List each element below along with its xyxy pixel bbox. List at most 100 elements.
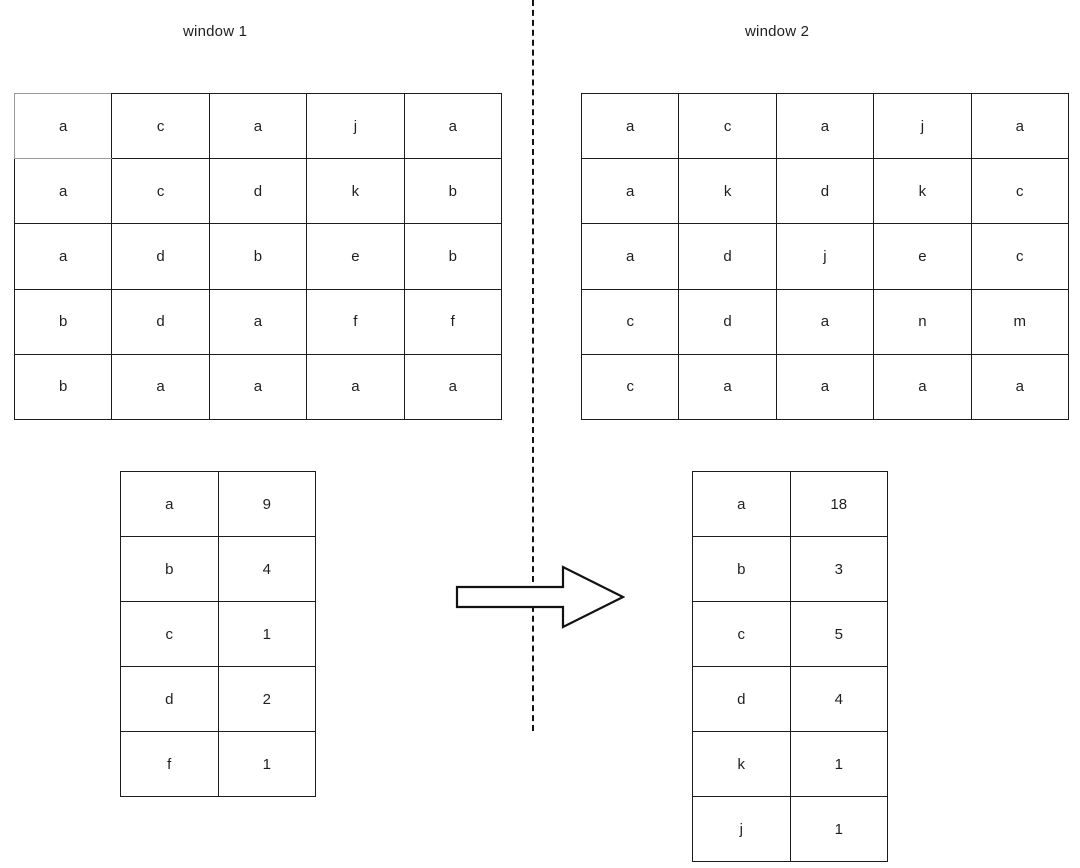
matrix-cell: b	[208, 223, 308, 290]
count-value: 4	[217, 536, 316, 602]
matrix-cell: j	[306, 92, 405, 160]
matrix-cell: a	[580, 223, 680, 290]
count-value: 18	[789, 471, 888, 537]
table-row: a d b e b	[13, 223, 502, 290]
count-table-window-2: a 18 b 3 c 5 d 4 k 1 j 1	[692, 471, 888, 862]
table-row: b d a f f	[13, 288, 502, 355]
matrix-cell: a	[775, 92, 875, 160]
count-value: 1	[217, 601, 316, 667]
count-key: b	[692, 536, 791, 602]
matrix-cell: d	[678, 288, 777, 355]
count-table-window-1: a 9 b 4 c 1 d 2 f 1	[120, 471, 316, 797]
table-row: j 1	[692, 796, 888, 862]
matrix-cell: c	[580, 288, 680, 355]
matrix-cell: d	[111, 288, 210, 355]
table-row: a k d k c	[580, 158, 1069, 225]
matrix-cell: c	[111, 158, 210, 225]
matrix-cell: a	[403, 353, 502, 420]
matrix-cell: a	[873, 353, 972, 420]
matrix-cell: a	[970, 92, 1069, 160]
matrix-cell: k	[873, 158, 972, 225]
count-value: 1	[217, 731, 316, 797]
count-key: d	[692, 666, 791, 732]
matrix-cell: k	[306, 158, 405, 225]
transform-arrow-icon	[455, 565, 625, 629]
count-value: 5	[789, 601, 888, 667]
table-row: b a a a a	[13, 353, 502, 420]
count-key: a	[120, 471, 219, 537]
table-row: d 4	[692, 666, 888, 732]
count-key: c	[120, 601, 219, 667]
matrix-cell: a	[403, 92, 502, 160]
matrix-cell: f	[306, 288, 405, 355]
matrix-cell: b	[13, 288, 113, 355]
count-value: 1	[789, 731, 888, 797]
matrix-cell: d	[775, 158, 875, 225]
table-row: b 4	[120, 536, 316, 602]
matrix-cell: n	[873, 288, 972, 355]
matrix-cell: k	[678, 158, 777, 225]
matrix-cell: b	[403, 158, 502, 225]
matrix-cell: a	[13, 158, 113, 225]
matrix-cell: a	[775, 288, 875, 355]
matrix-cell: c	[580, 353, 680, 420]
matrix-cell: d	[678, 223, 777, 290]
matrix-cell: b	[403, 223, 502, 290]
matrix-cell: d	[111, 223, 210, 290]
matrix-cell: a	[775, 353, 875, 420]
matrix-cell: c	[111, 92, 210, 160]
matrix-cell: a	[580, 158, 680, 225]
count-key: d	[120, 666, 219, 732]
matrix-cell: a	[13, 223, 113, 290]
matrix-cell: c	[970, 223, 1069, 290]
matrix-window-2: a c a j a a k d k c a d j e c c d a n m	[580, 92, 1069, 420]
count-value: 3	[789, 536, 888, 602]
count-value: 9	[217, 471, 316, 537]
count-key: j	[692, 796, 791, 862]
matrix-cell: a	[306, 353, 405, 420]
matrix-cell: a	[678, 353, 777, 420]
table-row: f 1	[120, 731, 316, 797]
table-row: a c a j a	[13, 92, 502, 160]
matrix-cell: a	[111, 353, 210, 420]
table-row: a c a j a	[580, 92, 1069, 160]
table-row: a d j e c	[580, 223, 1069, 290]
count-key: b	[120, 536, 219, 602]
vertical-dashed-divider	[532, 0, 534, 731]
matrix-cell: a	[580, 92, 680, 160]
matrix-cell: e	[873, 223, 972, 290]
table-row: c 1	[120, 601, 316, 667]
matrix-cell: c	[970, 158, 1069, 225]
count-key: c	[692, 601, 791, 667]
count-value: 1	[789, 796, 888, 862]
matrix-cell: b	[13, 353, 113, 420]
matrix-cell: a	[970, 353, 1069, 420]
table-row: a 9	[120, 471, 316, 537]
matrix-window-1: a c a j a a c d k b a d b e b b d a f f	[13, 92, 502, 420]
table-row: d 2	[120, 666, 316, 732]
count-key: f	[120, 731, 219, 797]
matrix-cell: a	[208, 353, 308, 420]
matrix-cell: j	[873, 92, 972, 160]
panel-title-window-1: window 1	[183, 23, 248, 40]
matrix-cell: c	[678, 92, 777, 160]
matrix-cell: e	[306, 223, 405, 290]
count-value: 4	[789, 666, 888, 732]
count-key: k	[692, 731, 791, 797]
matrix-cell: f	[403, 288, 502, 355]
count-value: 2	[217, 666, 316, 732]
arrow-right-outline	[455, 565, 625, 629]
table-row: c a a a a	[580, 353, 1069, 420]
table-row: a c d k b	[13, 158, 502, 225]
matrix-cell: a	[208, 288, 308, 355]
table-row: k 1	[692, 731, 888, 797]
matrix-cell: d	[208, 158, 308, 225]
table-row: c 5	[692, 601, 888, 667]
table-row: b 3	[692, 536, 888, 602]
matrix-cell: a	[208, 92, 308, 160]
count-key: a	[692, 471, 791, 537]
matrix-cell: m	[970, 288, 1069, 355]
matrix-cell: a	[13, 92, 113, 160]
panel-title-window-2: window 2	[745, 23, 810, 40]
matrix-cell: j	[775, 223, 875, 290]
